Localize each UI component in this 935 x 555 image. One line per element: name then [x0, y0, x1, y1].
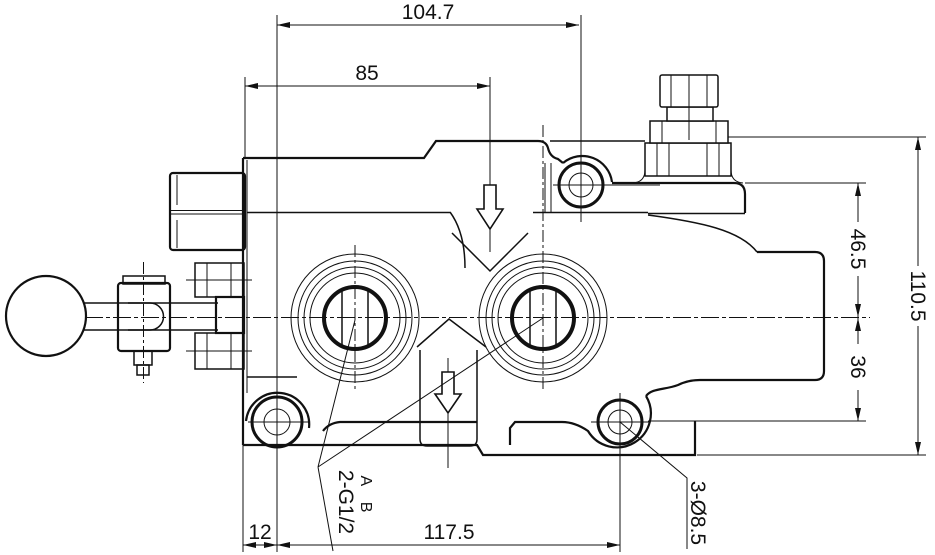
- left-port-ring-4: [309, 272, 401, 364]
- dimension-117-5: 117.5: [277, 521, 620, 548]
- dimension-12: 12: [242, 428, 277, 552]
- leader-line: [619, 421, 688, 549]
- mounting-holes-label: 3-Ø8.5: [686, 481, 709, 545]
- left-port-ring-2: [297, 260, 413, 376]
- dim-arrow-icon: [477, 83, 490, 89]
- spool-collar-nut: [214, 295, 246, 335]
- front-face-curve: [449, 211, 466, 269]
- dim-arrow-icon: [915, 442, 921, 455]
- right-port-ring-4: [497, 272, 589, 364]
- top-surface: [612, 181, 747, 213]
- dimension-46-5: 46.5: [745, 182, 869, 317]
- right-mounting-hole: [596, 398, 644, 446]
- clevis-lower-pin: [136, 364, 150, 376]
- dim-arrow-icon: [264, 542, 277, 548]
- dim-arrow-icon: [855, 408, 861, 421]
- lever-ball-knob: [4, 274, 88, 358]
- port-thread-label: 2-G1/2: [334, 470, 357, 534]
- flow-down-arrow-top-icon: [475, 184, 505, 231]
- dim-arrow-icon: [243, 542, 256, 548]
- adjustment-screw-stack: [632, 74, 744, 184]
- port-thread-callout: 2-G1/2 A B: [317, 317, 544, 552]
- clevis-top-plate: [122, 275, 166, 285]
- right-protrusion: [645, 250, 826, 397]
- left-mounting-hole-inner: [263, 408, 291, 436]
- stack-base-nut: [644, 142, 732, 177]
- body-base: [243, 421, 697, 457]
- leader-line: [317, 317, 544, 552]
- side-plug: [168, 171, 247, 252]
- dim-value: 46.5: [846, 229, 869, 270]
- center-recess: [419, 350, 478, 447]
- base-nut-skirt: [632, 169, 744, 184]
- dim-value: 85: [355, 62, 378, 85]
- dim-arrow-icon: [277, 542, 290, 548]
- dim-text-mask: [845, 222, 869, 276]
- top-mounting-hole: [557, 161, 605, 209]
- bottom-left-boss: [244, 391, 311, 429]
- valve-body: [241, 139, 826, 457]
- left-port-thread-bore: [322, 285, 388, 351]
- top-boss-arc: [562, 154, 614, 183]
- foot-top-line: [322, 420, 477, 432]
- flow-arrows: [433, 184, 505, 415]
- dim-arrow-icon: [277, 22, 290, 28]
- dim-value: 36: [846, 355, 869, 378]
- left-port-boss: [290, 253, 420, 383]
- mounting-hole-callout: 3-Ø8.5: [619, 421, 709, 549]
- right-port-ring-2: [485, 260, 601, 376]
- body-top-profile: [243, 139, 564, 164]
- top-mounting-hole-inner: [568, 172, 594, 198]
- left-port-ring-outer: [290, 253, 420, 383]
- flow-down-arrow-bottom-icon: [433, 371, 463, 415]
- right-port-thread-bore: [510, 285, 576, 351]
- dim-arrow-icon: [915, 137, 921, 150]
- right-port-ring-outer: [478, 253, 608, 383]
- plug-body: [168, 171, 247, 252]
- dimension-85: 85: [244, 62, 490, 158]
- stack-collar: [666, 106, 714, 122]
- mounting-holes: [250, 161, 644, 449]
- right-port-ring-3: [491, 266, 595, 370]
- bottom-right-boss: [508, 395, 652, 449]
- hand-lever-assembly: [4, 262, 246, 376]
- inter-port-vee: [451, 232, 529, 273]
- dim-arrow-icon: [855, 318, 861, 331]
- port-letters-label: A B: [357, 476, 374, 519]
- dim-arrow-icon: [855, 304, 861, 317]
- dim-arrow-icon: [855, 183, 861, 196]
- dim-value: 117.5: [424, 521, 475, 544]
- left-mounting-hole: [250, 395, 304, 449]
- dim-arrow-icon: [245, 83, 258, 89]
- right-transition-curve: [647, 214, 758, 253]
- right-port-boss: [478, 253, 608, 383]
- dim-text-mask: [903, 266, 927, 326]
- dim-value: 12: [248, 521, 271, 544]
- dim-arrow-icon: [566, 22, 579, 28]
- dimension-36: 36: [648, 318, 869, 422]
- inter-port-peak: [416, 318, 487, 348]
- dim-text-mask: [845, 344, 869, 390]
- dim-value: 110.5: [906, 271, 929, 322]
- dim-value: 104.7: [402, 1, 455, 24]
- left-port-ring-3: [303, 266, 407, 370]
- rod-rounded-end: [128, 302, 165, 331]
- dimension-110-5: 110.5: [697, 136, 929, 456]
- centerlines: [85, 15, 870, 552]
- right-mounting-hole-inner: [607, 409, 633, 435]
- dimension-104-7: 104.7: [277, 1, 579, 28]
- dim-arrow-icon: [607, 542, 620, 548]
